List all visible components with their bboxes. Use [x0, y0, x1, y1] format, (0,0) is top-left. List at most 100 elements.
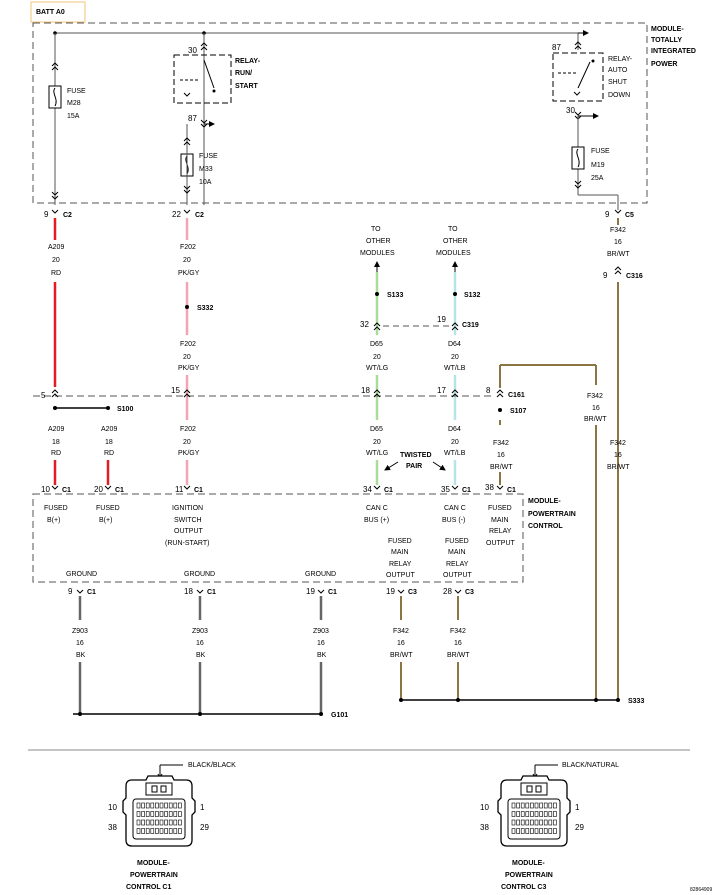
svg-text:16: 16 — [592, 405, 600, 412]
splice-s333: S333 — [399, 698, 644, 705]
svg-text:MAIN: MAIN — [491, 517, 509, 524]
svg-text:M33: M33 — [199, 166, 213, 173]
pin-cavity — [178, 811, 182, 817]
svg-text:M19: M19 — [591, 162, 605, 169]
svg-text:C1: C1 — [87, 589, 96, 596]
svg-text:IGNITION: IGNITION — [172, 505, 203, 512]
pin-cavity — [168, 811, 173, 817]
svg-text:FUSE: FUSE — [67, 88, 86, 95]
pin-cavity — [516, 819, 520, 826]
svg-text:SHUT: SHUT — [608, 79, 628, 86]
pin-cavity — [511, 828, 516, 834]
svg-text:BR/WT: BR/WT — [607, 251, 630, 258]
svg-text:18: 18 — [184, 587, 193, 596]
svg-text:BK: BK — [196, 652, 206, 659]
pin-cavity — [530, 811, 534, 817]
splice-s133 — [375, 292, 379, 296]
svg-text:S132: S132 — [464, 292, 480, 299]
svg-text:CAN C: CAN C — [366, 505, 388, 512]
svg-text:OUTPUT: OUTPUT — [486, 540, 516, 547]
svg-text:BR/WT: BR/WT — [584, 416, 607, 423]
wire-label-f342-right: F342 16 BR/WT — [607, 440, 630, 471]
svg-text:C1: C1 — [462, 487, 471, 494]
svg-text:F342: F342 — [393, 628, 409, 635]
svg-text:FUSE: FUSE — [199, 153, 218, 160]
pin-cavity — [145, 811, 150, 817]
svg-text:D65: D65 — [370, 341, 383, 348]
svg-text:9: 9 — [605, 210, 610, 219]
svg-text:C2: C2 — [195, 212, 204, 219]
svg-text:TWISTED: TWISTED — [400, 452, 432, 459]
wire-label-f342-c161: F342 16 BR/WT — [490, 440, 513, 471]
pin-cavity — [155, 819, 159, 826]
svg-text:S100: S100 — [117, 406, 133, 413]
pin-cavity — [520, 811, 525, 817]
pin-cavity — [516, 811, 520, 817]
svg-text:OTHER: OTHER — [366, 238, 391, 245]
pcm-bottom-pins: 9 18 19 19 28 C1 C1 C1 C3 C3 — [68, 587, 474, 596]
svg-text:FUSE: FUSE — [591, 148, 610, 155]
svg-text:MAIN: MAIN — [448, 549, 466, 556]
pin-cavity — [136, 819, 141, 826]
svg-text:BUS (+): BUS (+) — [364, 517, 389, 524]
svg-text:TO: TO — [448, 226, 458, 233]
svg-text:RELAY: RELAY — [489, 528, 512, 535]
wire-f342-b1: F342 16 BR/WT — [390, 596, 413, 700]
wire-z903-3: Z903 16 BK — [313, 596, 329, 713]
splice-s100: S100 — [53, 406, 133, 413]
svg-text:C1: C1 — [207, 589, 216, 596]
wire-label-f342-top: F342 16 BR/WT — [607, 227, 630, 258]
svg-text:C1: C1 — [62, 487, 71, 494]
svg-text:C3: C3 — [465, 589, 474, 596]
svg-text:TO: TO — [371, 226, 381, 233]
pin-cavity — [553, 828, 557, 834]
svg-text:CONTROL: CONTROL — [528, 523, 563, 530]
svg-text:B(+): B(+) — [47, 517, 60, 524]
wire-label-d64-top: D64 20 WT/LB — [444, 341, 466, 372]
connector-view-c1: BLACK/BLACK 10 1 38 29 MODULE- POWERTRAI… — [108, 762, 236, 891]
svg-text:34: 34 — [363, 485, 372, 494]
pin-cavity — [534, 802, 539, 809]
svg-text:G101: G101 — [331, 712, 348, 719]
connector-c316: 9 C316 — [603, 266, 643, 280]
svg-text:OTHER: OTHER — [443, 238, 468, 245]
svg-text:87: 87 — [188, 114, 197, 123]
svg-text:OUTPUT: OUTPUT — [443, 572, 473, 579]
pin-cavity — [173, 811, 178, 817]
pin-cavity — [530, 819, 534, 826]
pin-cavity — [168, 828, 173, 834]
svg-text:DOWN: DOWN — [608, 92, 630, 99]
svg-text:BLACK/NATURAL: BLACK/NATURAL — [562, 762, 619, 769]
svg-text:POWER: POWER — [651, 61, 677, 68]
svg-text:1: 1 — [200, 803, 205, 812]
svg-text:16: 16 — [497, 452, 505, 459]
pin-cavity — [145, 802, 150, 809]
pin-cavity — [511, 819, 516, 826]
svg-text:FUSED: FUSED — [96, 505, 120, 512]
svg-text:C1: C1 — [507, 487, 516, 494]
svg-text:20: 20 — [373, 354, 381, 361]
svg-text:RELAY: RELAY — [389, 561, 412, 568]
pin-cavity — [520, 828, 525, 834]
pcm-title: MODULE- POWERTRAIN CONTROL — [528, 498, 576, 530]
pin-cavity — [155, 811, 159, 817]
svg-text:30: 30 — [566, 106, 575, 115]
pin-cavity — [159, 802, 164, 809]
svg-text:F342: F342 — [587, 393, 603, 400]
svg-text:S107: S107 — [510, 408, 526, 415]
svg-text:20: 20 — [52, 257, 60, 264]
ground-g101: G101 — [73, 712, 348, 719]
svg-text:F342: F342 — [493, 440, 509, 447]
pin-cavity — [141, 802, 145, 809]
pin-cavity — [164, 828, 168, 834]
relay-auto-shut-down: 87 RELAY- AUTO SHUT DOWN 30 — [552, 30, 633, 195]
svg-text:CONTROL C3: CONTROL C3 — [501, 884, 546, 891]
svg-text:C5: C5 — [625, 212, 634, 219]
svg-text:9: 9 — [603, 271, 608, 280]
svg-text:16: 16 — [614, 452, 622, 459]
svg-text:FUSED: FUSED — [488, 505, 512, 512]
connector-c2-pin22: 22 C2 — [172, 209, 204, 219]
svg-text:19: 19 — [437, 315, 446, 324]
twisted-pair-label: TWISTED PAIR — [384, 452, 446, 471]
wire-label-f202-bot: F202 20 PK/GY — [178, 426, 200, 457]
